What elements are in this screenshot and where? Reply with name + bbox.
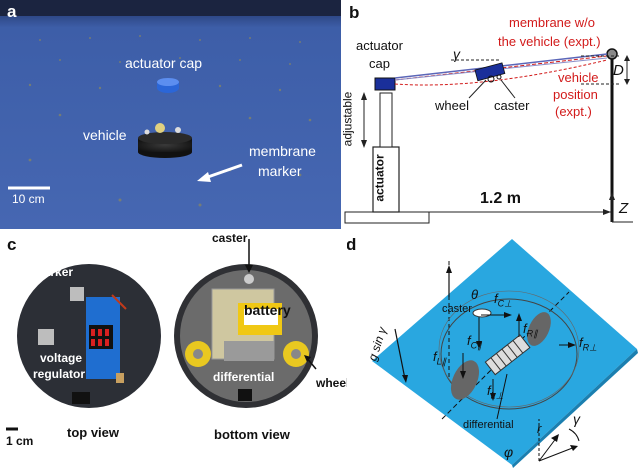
phi-label: φ [504, 444, 514, 460]
vehicle-position-label-2: position [553, 87, 598, 102]
bottom-view-label: bottom view [214, 427, 290, 442]
r-label: r [537, 421, 542, 436]
panel-a-label: a [7, 2, 17, 21]
membrane-label-1: membrane w/o [509, 15, 595, 30]
membrane-label-2: the vehicle (expt.) [498, 34, 601, 49]
panel-c-label: c [7, 235, 17, 254]
caster-label: caster [494, 98, 530, 113]
wheel-c-label: wheel [316, 376, 347, 390]
panel-b-setup-diagram [344, 48, 633, 224]
vehicle-position-label-3: (expt.) [555, 104, 592, 119]
f-r-par-label: fR∥ [523, 321, 538, 339]
theta-label: θ [471, 287, 479, 302]
f-r-perp-label: fR⊥ [579, 335, 597, 353]
vehicle-position-label-1: vehicle [558, 70, 599, 85]
panel-b-label: b [349, 3, 360, 22]
battery-label: battery [244, 302, 291, 318]
panel-a-photo: a actuator cap vehicle membrane marker 1… [0, 0, 341, 229]
adjustable-label: adjustable [341, 91, 355, 147]
membrane-marker-label-1: membrane [249, 143, 316, 159]
f-l-par-label: fL∥ [433, 349, 447, 367]
actuator-cap-label-1: actuator [356, 38, 403, 53]
caster-c-label: caster [212, 231, 248, 245]
gamma-d-label: γ [573, 411, 580, 427]
gamma-label: γ [453, 46, 460, 62]
distance-label: 1.2 m [480, 190, 521, 207]
panel-d-diagram: d v θ caster fC⊥ fC∥ fR∥ fR⊥ fL∥ fL⊥ g s… [347, 229, 640, 468]
panel-d-label: d [347, 235, 357, 254]
panel-c-photo: c reflective marker voltage regulator 1 … [0, 229, 347, 468]
voltage-label-1: voltage [40, 351, 83, 365]
scale-bar-label: 10 cm [12, 192, 45, 206]
actuator-cap-label-2: cap [369, 56, 390, 71]
reflective-label-1: reflective [25, 249, 78, 263]
vehicle-label: vehicle [83, 127, 127, 143]
panel-a-image [0, 0, 341, 229]
d-label: D [613, 62, 624, 79]
wheel-label: wheel [435, 98, 469, 113]
membrane-marker-label-2: marker [258, 163, 302, 179]
actuator-label: actuator [372, 154, 387, 202]
reflective-label-2: marker [33, 265, 74, 279]
panel-d-force-diagram [372, 239, 638, 468]
scale-c-label: 1 cm [6, 434, 34, 448]
z-label: Z [619, 200, 629, 217]
differential-d-label: differential [463, 419, 514, 431]
panel-b-diagram: b actuator cap γ membrane w/o the vehicl… [341, 0, 640, 229]
voltage-label-2: regulator [33, 367, 86, 381]
top-view-label: top view [67, 425, 120, 440]
differential-c-label: differential [213, 370, 275, 384]
actuator-cap-label: actuator cap [125, 55, 203, 71]
v-vector-label: v [443, 251, 450, 267]
f-c-par-label: fC∥ [467, 333, 482, 351]
panel-c-image [6, 239, 318, 431]
f-c-perp-label: fC⊥ [494, 291, 512, 309]
caster-d-label: caster [442, 303, 472, 315]
f-l-perp-label: fL⊥ [487, 383, 504, 401]
